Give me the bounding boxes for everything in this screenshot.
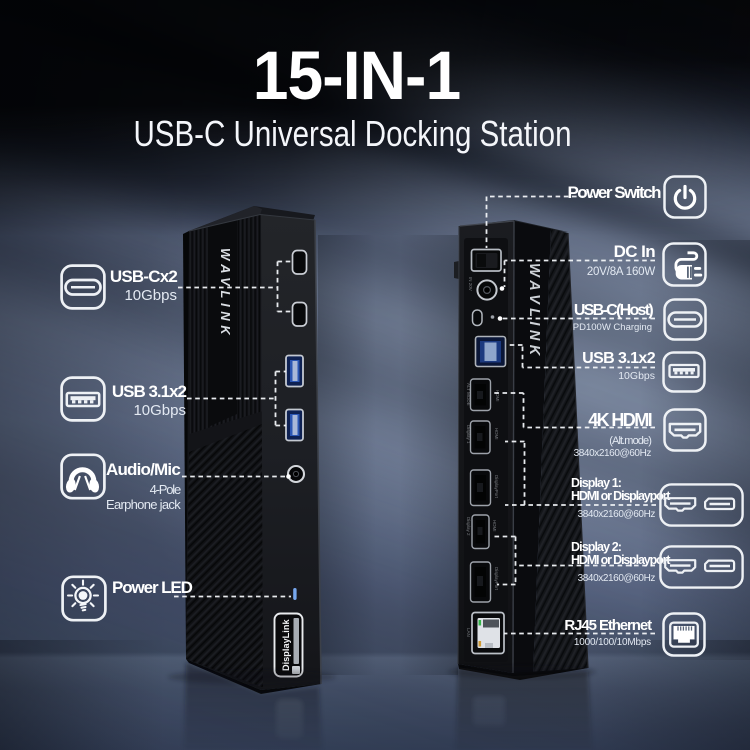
svg-text:Display 2: Display 2 — [466, 517, 471, 536]
svg-text:ALT MODE: ALT MODE — [466, 383, 471, 406]
svg-text:DisplayPort: DisplayPort — [494, 567, 499, 591]
svg-text:WAVLINK: WAVLINK — [526, 263, 542, 360]
svg-text:DisplayPort: DisplayPort — [494, 475, 499, 499]
svg-text:DisplayLink: DisplayLink — [281, 619, 291, 671]
svg-text:Display 1: Display 1 — [466, 425, 471, 444]
svg-text:HDMI: HDMI — [495, 390, 500, 402]
svg-text:IN 20V: IN 20V — [468, 277, 473, 291]
svg-text:HDMI: HDMI — [494, 428, 499, 440]
svg-text:WAVLINK: WAVLINK — [218, 248, 233, 339]
svg-text:HDMI: HDMI — [492, 520, 497, 532]
svg-text:LAN: LAN — [466, 628, 471, 637]
